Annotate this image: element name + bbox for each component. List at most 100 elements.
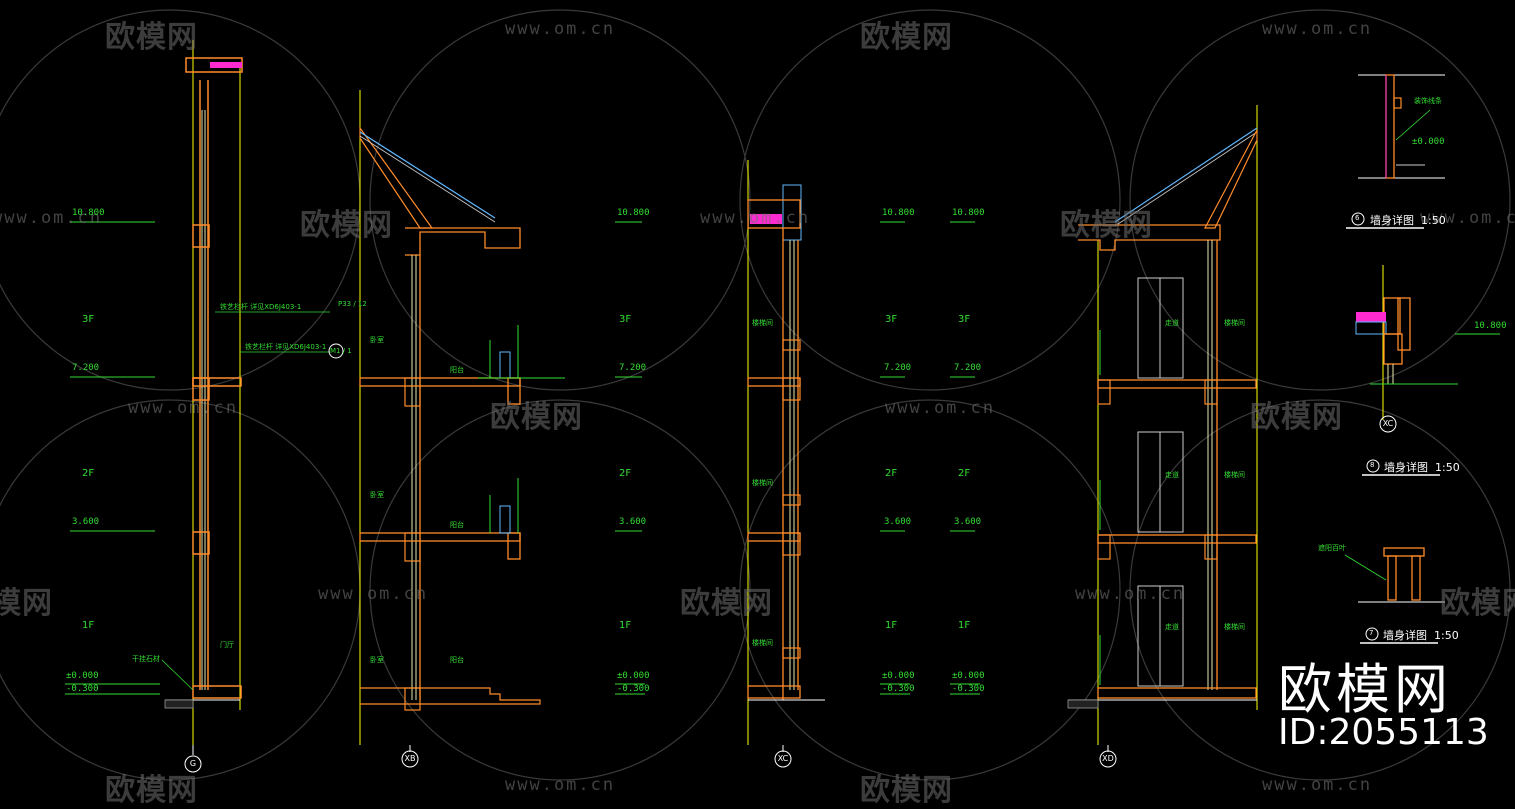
- watermark-url: www.om.cn: [505, 775, 616, 795]
- watermark-url: www.om.cn: [1262, 19, 1373, 39]
- detail-6-scale: 1:50: [1421, 214, 1446, 227]
- dry-hang-stone-label: 干挂石材: [132, 655, 160, 663]
- room-label-bedroom: 卧室: [370, 656, 384, 664]
- floor-label-2f: 2F: [885, 468, 898, 479]
- watermark-logo: 欧模网: [860, 20, 953, 55]
- room-label-stair: 楼梯间: [1224, 623, 1245, 631]
- level-outdoor: -0.300: [66, 684, 99, 694]
- level-second: 3.600: [884, 517, 912, 527]
- room-label-bedroom: 卧室: [370, 491, 384, 499]
- floor-label-3f: 3F: [885, 314, 898, 325]
- axis-xd: XD: [1102, 754, 1114, 763]
- watermark-logo: 欧模网: [0, 586, 53, 621]
- floor-label-2f: 2F: [958, 468, 971, 479]
- room-label-balcony: 阳台: [450, 521, 464, 529]
- watermark-url: www.om.cn: [1420, 208, 1515, 228]
- level-ground: ±0.000: [1412, 137, 1445, 147]
- railing-ref-label: 铁艺栏杆 详见XD6J403-1: [245, 343, 327, 351]
- detail-7-scale: 1:50: [1434, 629, 1459, 642]
- detail-6: [1346, 74, 1445, 229]
- detail-8-title: 墙身详图 1:50: [1384, 461, 1460, 474]
- axis-xb: XB: [404, 754, 416, 763]
- room-label-stair: 楼梯间: [1224, 319, 1245, 327]
- detail-ref-b: M1 / 1: [330, 347, 352, 355]
- floor-label-2f: 2F: [619, 468, 632, 479]
- room-label-stair: 楼梯间: [1224, 471, 1245, 479]
- level-ground: ±0.000: [952, 671, 985, 681]
- axis-xc-detail: XC: [1382, 419, 1394, 428]
- detail-8-scale: 1:50: [1435, 461, 1460, 474]
- detail-7-number: 7: [1369, 629, 1374, 637]
- level-third: 7.200: [619, 363, 647, 373]
- level-roof: 10.800: [1474, 321, 1507, 331]
- level-ground: ±0.000: [66, 671, 99, 681]
- room-label-corridor: 走道: [1165, 471, 1179, 479]
- watermark-logo: 欧模网: [1250, 400, 1343, 435]
- watermark-logo: 欧模网: [860, 773, 953, 808]
- level-third: 7.200: [884, 363, 912, 373]
- floor-label-1f: 1F: [619, 620, 632, 631]
- watermark-url: www.om.cn: [1262, 775, 1373, 795]
- watermark-logo: 欧模网: [680, 586, 773, 621]
- room-label-corridor: 走道: [1165, 319, 1179, 327]
- detail-6-number: 6: [1355, 214, 1360, 222]
- watermark-url: www.om.cn: [505, 19, 616, 39]
- level-outdoor: -0.300: [617, 684, 650, 694]
- level-roof: 10.800: [72, 208, 105, 218]
- level-roof: 10.800: [617, 208, 650, 218]
- section-xb: [359, 90, 645, 768]
- level-roof: 10.800: [952, 208, 985, 218]
- level-second: 3.600: [72, 517, 100, 527]
- brand-watermark: 欧模网: [1278, 658, 1452, 721]
- floor-label-1f: 1F: [958, 620, 971, 631]
- section-xc: [747, 160, 980, 768]
- room-label-stair: 楼梯间: [752, 479, 773, 487]
- floor-label-3f: 3F: [82, 314, 95, 325]
- floor-label-3f: 3F: [619, 314, 632, 325]
- watermark-url: www.om.cn: [0, 208, 103, 228]
- floor-label-3f: 3F: [958, 314, 971, 325]
- room-label-balcony: 阳台: [450, 656, 464, 664]
- floor-label-2f: 2F: [82, 468, 95, 479]
- floor-label-1f: 1F: [82, 620, 95, 631]
- level-second: 3.600: [619, 517, 647, 527]
- section-g: [65, 40, 344, 773]
- detail-8-number: 8: [1370, 461, 1375, 469]
- section-xd: [1067, 105, 1258, 768]
- watermark-url: www.om.cn: [128, 398, 239, 418]
- detail-8: [1355, 265, 1500, 476]
- shading-label: 遮阳百叶: [1318, 544, 1346, 552]
- level-third: 7.200: [954, 363, 982, 373]
- level-outdoor: -0.300: [952, 684, 985, 694]
- room-label-bedroom: 卧室: [370, 336, 384, 344]
- axis-g: G: [189, 759, 197, 768]
- level-third: 7.200: [72, 363, 100, 373]
- watermark-url: www.om.cn: [1075, 584, 1186, 604]
- level-ground: ±0.000: [882, 671, 915, 681]
- room-label-corridor: 走道: [1165, 623, 1179, 631]
- watermark-url: www.om.cn: [700, 208, 811, 228]
- id-watermark: ID:2055113: [1278, 712, 1489, 753]
- level-second: 3.600: [954, 517, 982, 527]
- detail-6-title: 墙身详图 1:50: [1370, 214, 1446, 227]
- watermark-logo: 欧模网: [1440, 586, 1515, 621]
- railing-ref-label: 铁艺栏杆 详见XD6J403-1: [220, 303, 302, 311]
- watermark-url: www.om.cn: [318, 584, 429, 604]
- room-label-balcony: 阳台: [450, 366, 464, 374]
- watermark-logo: 欧模网: [490, 400, 583, 435]
- axis-xc: XC: [777, 754, 789, 763]
- watermark-logo: 欧模网: [105, 773, 198, 808]
- level-ground: ±0.000: [617, 671, 650, 681]
- detail-ref-a: P33 / 12: [338, 300, 367, 308]
- room-label-door: 门厅: [220, 641, 234, 649]
- watermark-logo: 欧模网: [105, 20, 198, 55]
- room-label-stair: 楼梯间: [752, 319, 773, 327]
- level-roof: 10.800: [882, 208, 915, 218]
- level-outdoor: -0.300: [882, 684, 915, 694]
- watermark-url: www.om.cn: [885, 398, 996, 418]
- floor-label-1f: 1F: [885, 620, 898, 631]
- watermark-logo: 欧模网: [300, 208, 393, 243]
- room-label-stair: 楼梯间: [752, 639, 773, 647]
- watermark-logo: 欧模网: [1060, 208, 1153, 243]
